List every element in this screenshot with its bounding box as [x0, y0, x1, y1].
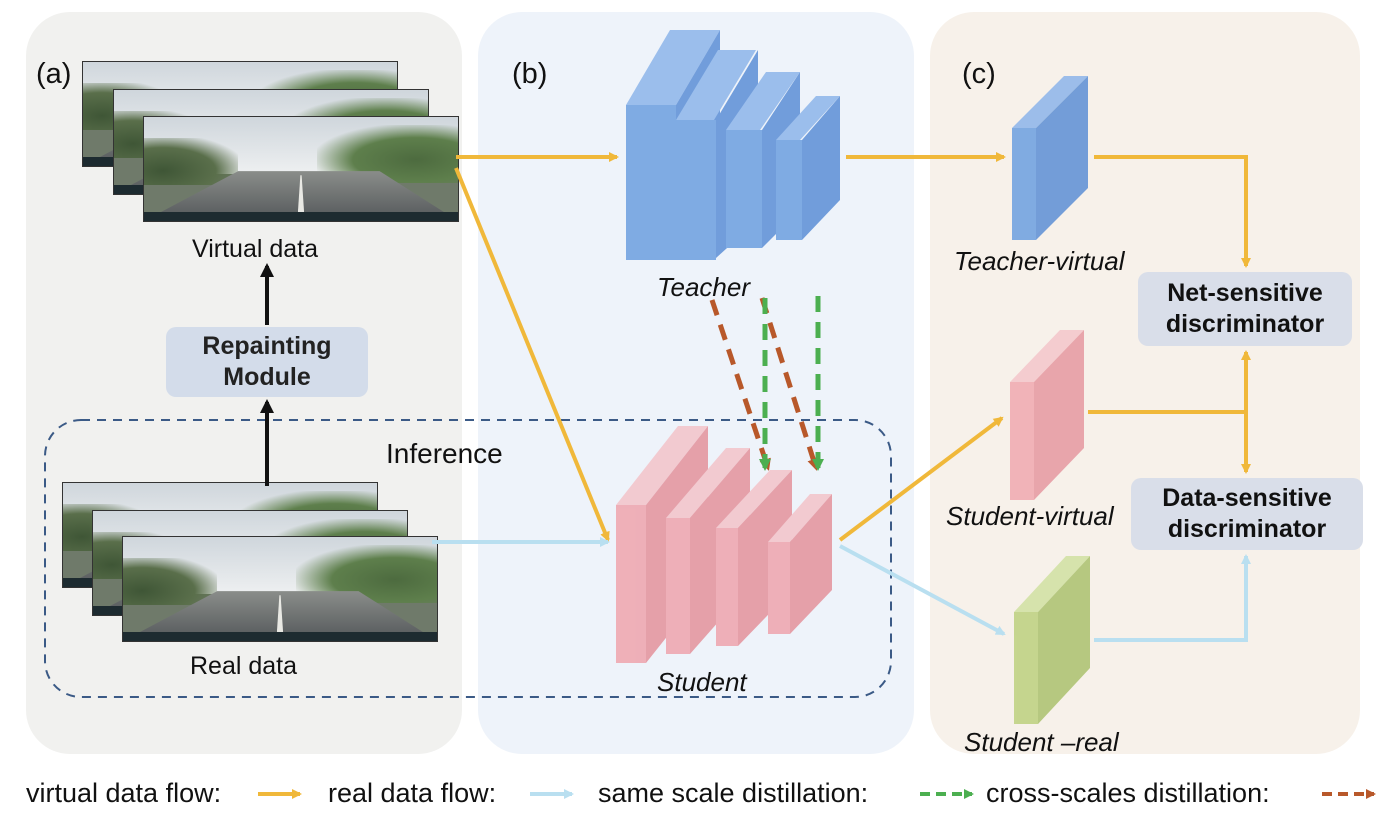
- teacher-block-4: [776, 96, 840, 240]
- panel-a-label: (a): [36, 58, 72, 90]
- repaint-line-1: Repainting: [202, 332, 332, 360]
- cross-scale-distill-arrow-2: [759, 297, 819, 471]
- legend-same-scale-text: same scale distillation:: [598, 778, 869, 808]
- inference-region: [44, 419, 892, 698]
- legend: virtual data flow: real data flow: same …: [0, 770, 1400, 818]
- net-disc-line-1: Net-sensitive: [1167, 279, 1323, 307]
- student-label: Student: [657, 667, 747, 697]
- legend-real-text: real data flow:: [328, 778, 497, 808]
- repainting-module-box: Repainting Module: [166, 327, 368, 397]
- panel-c-label: (c): [962, 58, 996, 90]
- inference-label: Inference: [386, 438, 503, 469]
- virtual-frame-3: [143, 116, 459, 222]
- data-disc-line-1: Data-sensitive: [1162, 484, 1332, 512]
- teacher-virtual-feature: [1012, 76, 1088, 240]
- legend-cross-scale-text: cross-scales distillation:: [986, 778, 1270, 808]
- legend-virtual-text: virtual data flow:: [26, 778, 222, 808]
- student-virtual-feature: [1010, 330, 1084, 500]
- teacher-virtual-label: Teacher-virtual: [954, 246, 1125, 276]
- net-disc-line-2: discriminator: [1165, 310, 1325, 338]
- teacher-virtual-to-net-disc-arrow: [1094, 155, 1251, 268]
- net-sensitive-discriminator-box: Net-sensitive discriminator: [1138, 272, 1352, 346]
- cross-scale-distill-arrow-1: [709, 299, 771, 471]
- teacher-label: Teacher: [657, 272, 750, 302]
- teacher-network: [626, 30, 840, 260]
- real-data-label: Real data: [190, 652, 298, 680]
- student-virtual-label: Student-virtual: [946, 501, 1114, 531]
- student-network: [616, 426, 832, 663]
- repaint-line-2: Module: [223, 363, 311, 391]
- data-disc-line-2: discriminator: [1167, 515, 1327, 543]
- student-to-student-real-arrow: [839, 544, 1006, 636]
- virtual-data-label: Virtual data: [192, 235, 319, 263]
- legend-swatches: [258, 789, 1376, 799]
- student-to-student-virtual-arrow: [838, 416, 1004, 542]
- student-block-4: [768, 494, 832, 634]
- panel-b-label: (b): [512, 58, 548, 90]
- student-real-feature: [1014, 556, 1090, 724]
- real-frame-3: [122, 536, 438, 642]
- student-block-2: [666, 448, 750, 654]
- data-sensitive-discriminator-box: Data-sensitive discriminator: [1131, 478, 1363, 550]
- student-real-label: Student –real: [964, 727, 1119, 757]
- virtual-to-student-arrow: [454, 167, 610, 542]
- student-real-to-data-disc-arrow: [1094, 554, 1251, 642]
